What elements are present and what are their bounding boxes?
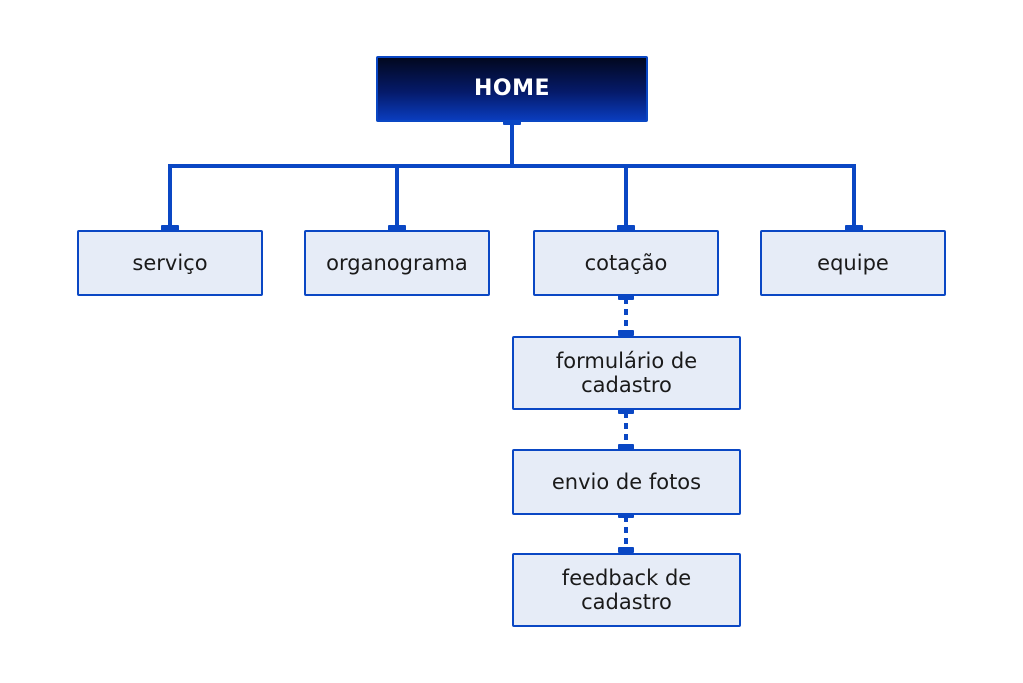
node-servico[interactable]: serviço <box>77 230 263 296</box>
node-servico-label: serviço <box>132 251 208 275</box>
cap-cotacao-top <box>617 225 635 231</box>
cap-servico-top <box>161 225 179 231</box>
cap-formulario-top <box>618 330 634 336</box>
node-home-label: HOME <box>473 76 551 101</box>
node-organograma-label: organograma <box>326 251 468 275</box>
node-organograma[interactable]: organograma <box>304 230 490 296</box>
cap-feedback-top <box>618 547 634 553</box>
cap-organograma-top <box>388 225 406 231</box>
node-home[interactable]: HOME <box>376 56 648 122</box>
node-envio-de-fotos[interactable]: envio de fotos <box>512 449 741 515</box>
node-formulario-de-cadastro-label: formulário de cadastro <box>555 349 698 397</box>
node-cotacao[interactable]: cotação <box>533 230 719 296</box>
node-feedback-de-cadastro[interactable]: feedback de cadastro <box>512 553 741 627</box>
node-formulario-de-cadastro[interactable]: formulário de cadastro <box>512 336 741 410</box>
node-feedback-de-cadastro-label: feedback de cadastro <box>561 566 692 614</box>
node-equipe-label: equipe <box>817 251 889 275</box>
cap-envio-top <box>618 444 634 450</box>
node-cotacao-label: cotação <box>584 251 668 275</box>
node-envio-de-fotos-label: envio de fotos <box>551 470 702 494</box>
cap-equipe-top <box>845 225 863 231</box>
tree-connectors <box>168 120 856 230</box>
node-equipe[interactable]: equipe <box>760 230 946 296</box>
